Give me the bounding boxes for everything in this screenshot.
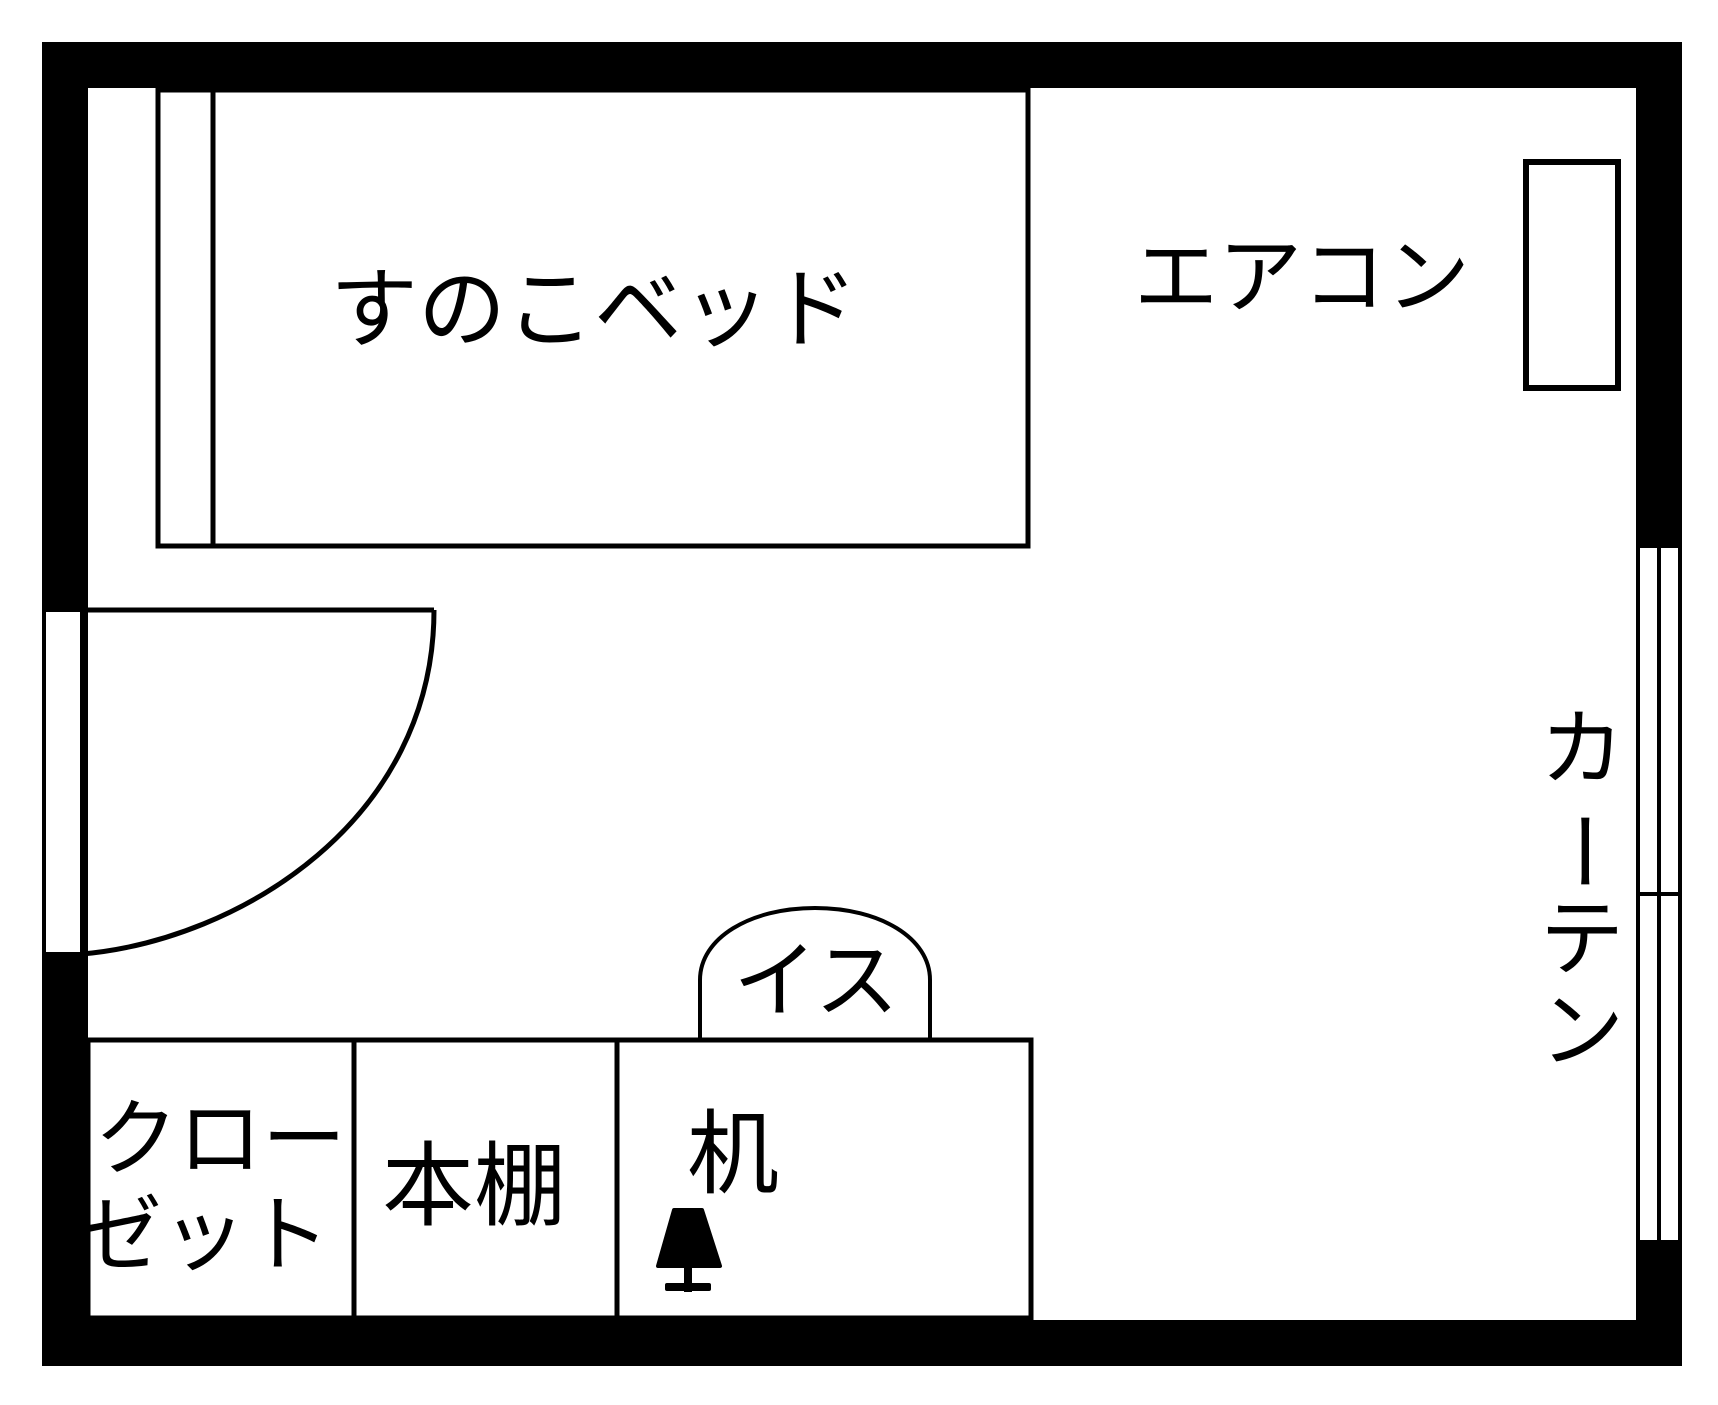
wall-top-opening <box>88 88 156 92</box>
curtain-char-1: カ <box>1540 700 1624 798</box>
door-frame <box>42 608 84 956</box>
curtain-char-2: ー <box>1533 809 1631 893</box>
curtain-char-3: テ <box>1540 890 1624 988</box>
closet-box <box>85 1037 357 1321</box>
bottom-furniture <box>85 1037 1034 1321</box>
bookshelf-label: 本棚 <box>382 1133 566 1240</box>
bed <box>155 87 1031 549</box>
aircon-unit <box>1523 159 1621 391</box>
desk-box <box>614 1037 1034 1321</box>
desk-lamp-icon <box>656 1208 722 1292</box>
curtain-char-4: ン <box>1540 982 1624 1080</box>
curtain-label: カ ー テ ン <box>1533 700 1631 1080</box>
door-arc <box>81 609 437 957</box>
wall-top <box>42 42 1682 88</box>
desk-label: 机 <box>687 1101 779 1208</box>
window <box>1636 544 1682 1244</box>
bed-label: すのこベッド <box>330 258 858 361</box>
aircon-label: エアコン <box>1134 228 1470 326</box>
door-swing <box>81 607 437 957</box>
chair <box>698 905 932 1040</box>
bed-frame <box>155 87 1031 549</box>
closet-label-line1: クロー <box>94 1090 346 1188</box>
closet-label-line2: ゼット <box>78 1186 330 1284</box>
chair-label: イス <box>733 932 898 1030</box>
bookshelf-box <box>351 1037 620 1321</box>
wall-bottom <box>42 1320 1682 1366</box>
